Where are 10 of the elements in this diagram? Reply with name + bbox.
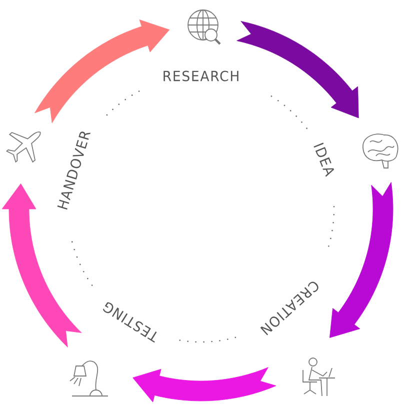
- arrow: [329, 182, 394, 338]
- arrow: [2, 183, 82, 348]
- person-at-desk-icon: [302, 358, 336, 396]
- brain-icon: [362, 134, 398, 168]
- desk-lamp-icon: [70, 360, 108, 396]
- airplane-icon: [6, 131, 41, 162]
- arrow: [236, 21, 359, 118]
- arrow: [132, 367, 276, 402]
- arrow: [34, 20, 170, 124]
- globe-icon: [188, 10, 221, 45]
